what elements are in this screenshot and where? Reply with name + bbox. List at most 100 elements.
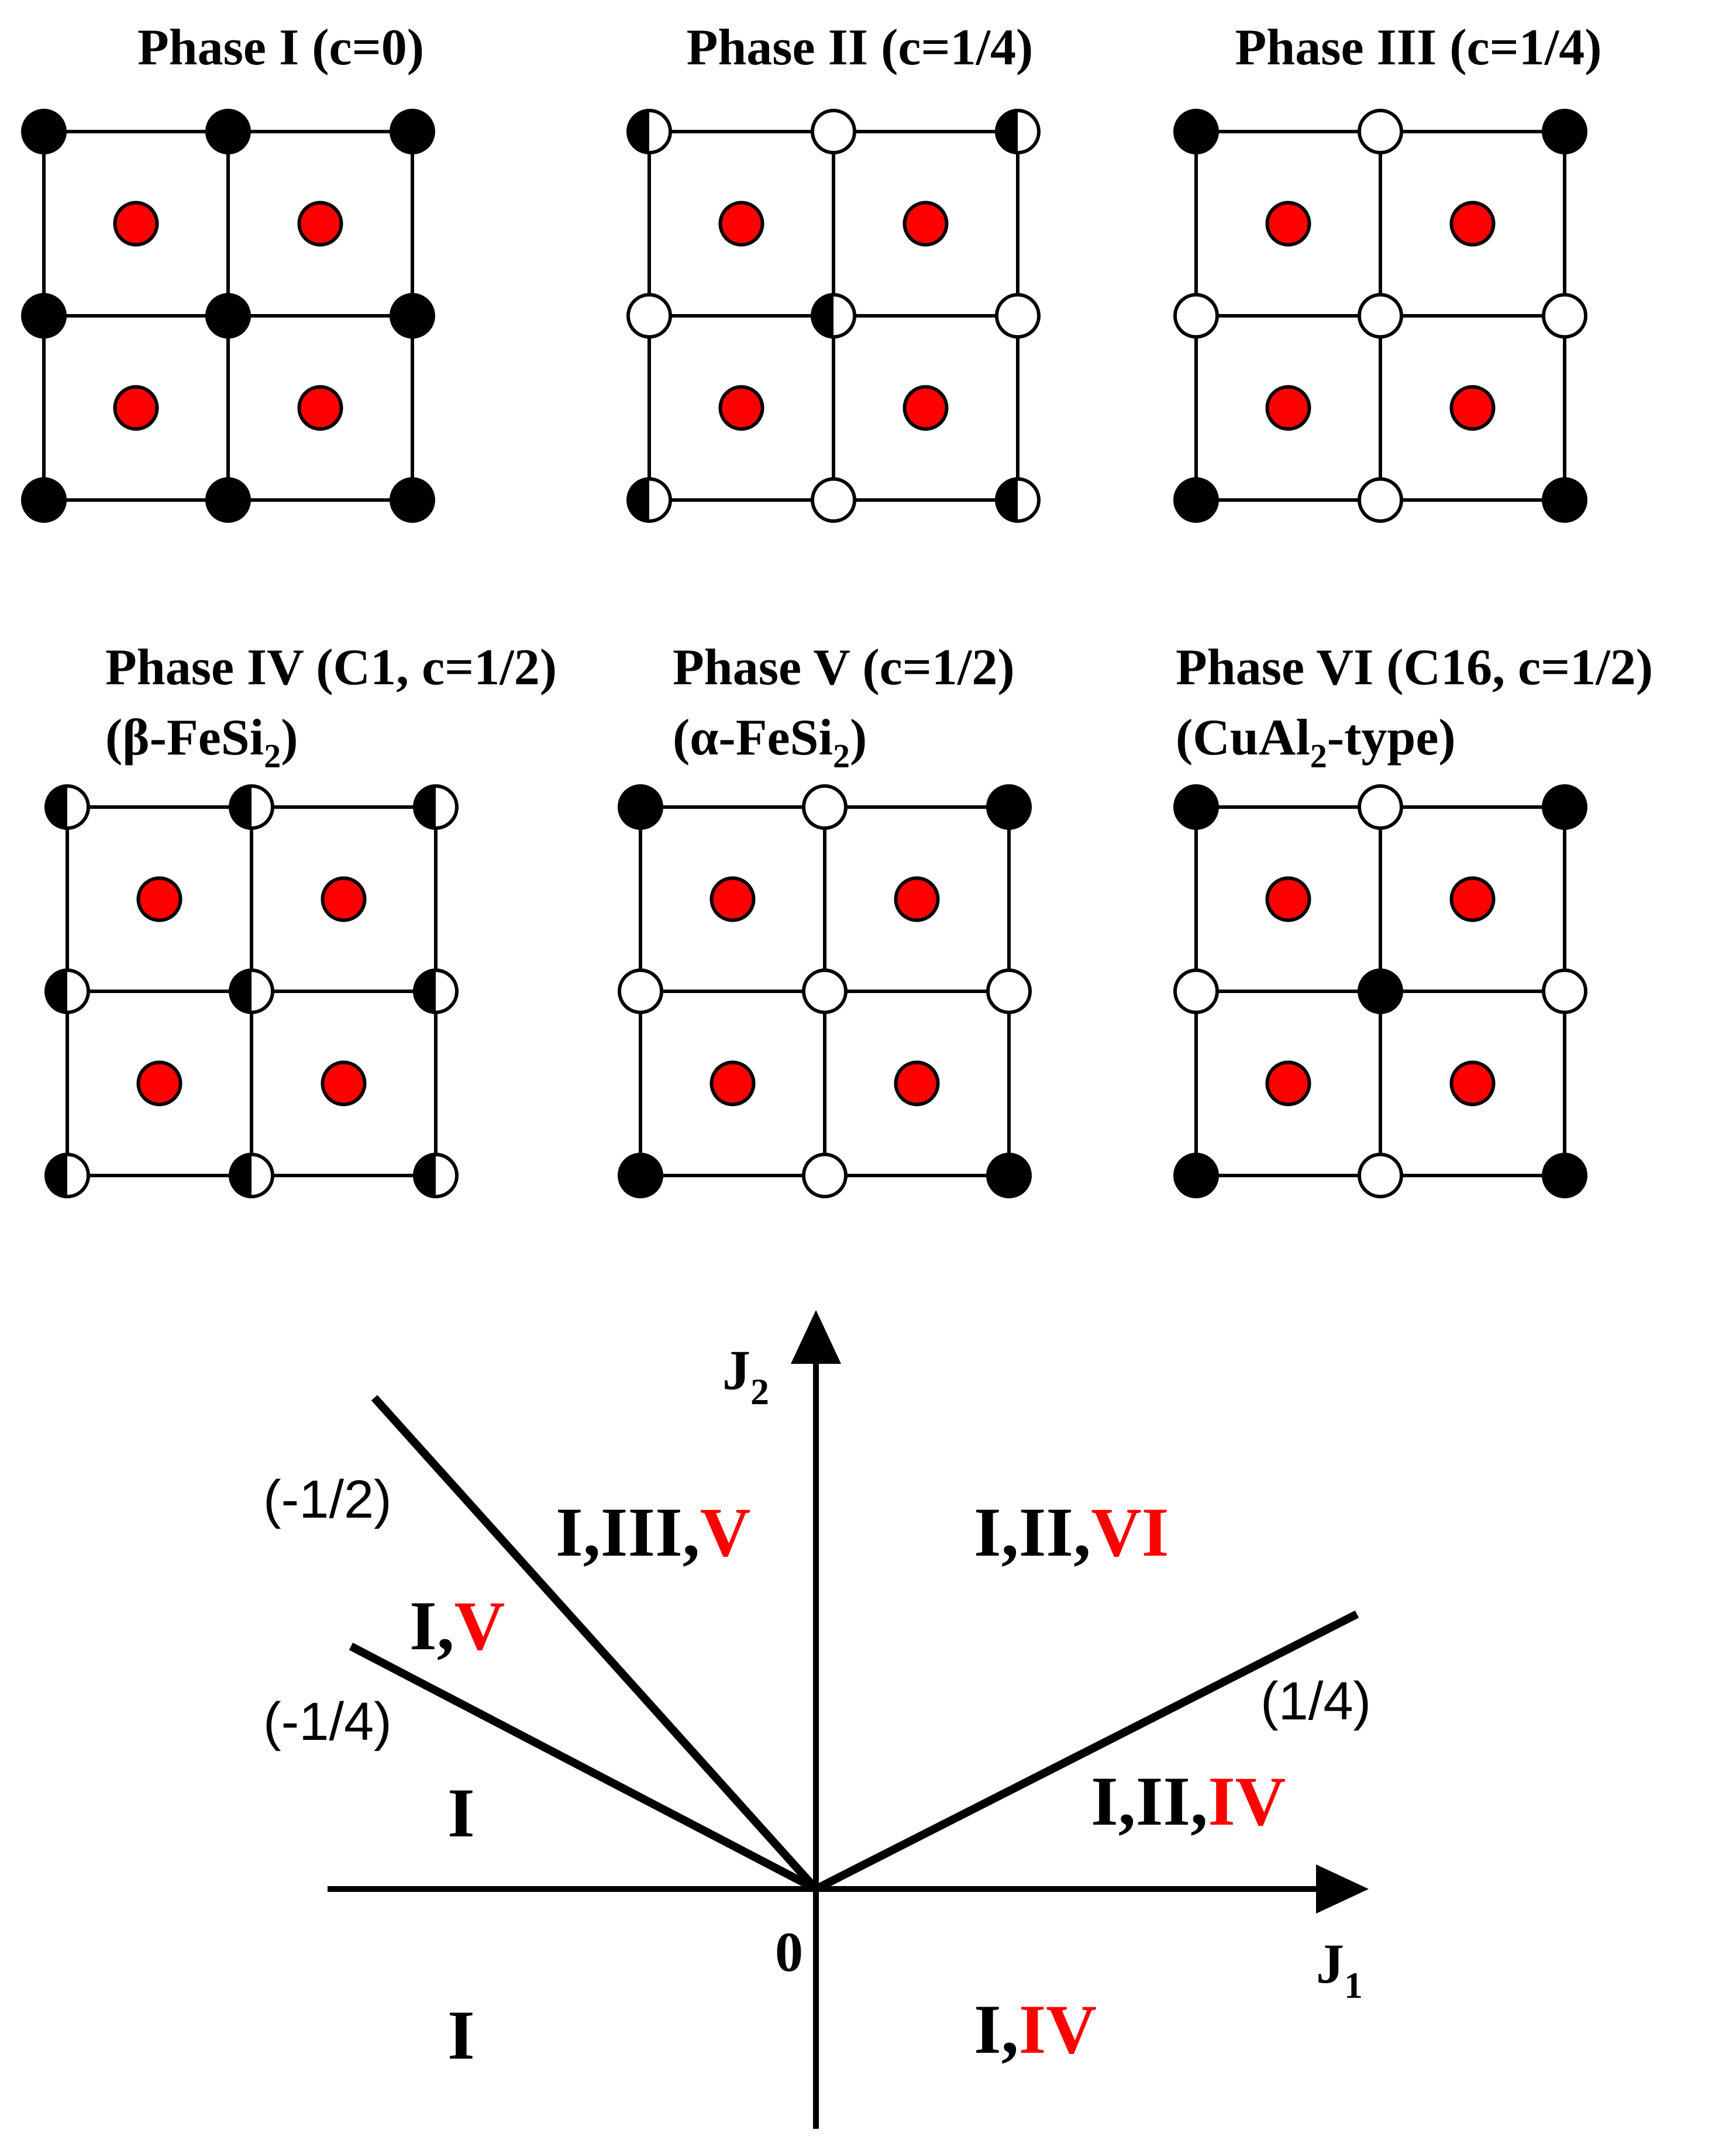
lattice-node-half-atom-fill <box>997 111 1018 153</box>
boundary-line-quarter <box>814 1610 1359 1893</box>
region-bottom-left-black: I <box>447 1996 475 2074</box>
j2-axis-arrowhead <box>791 1310 841 1364</box>
lattice-node-filled-atom <box>390 109 435 154</box>
lattice-node-filled-atom <box>205 109 251 154</box>
lattice-node-empty-atom <box>1358 293 1403 339</box>
lattice-node-empty-atom <box>1173 968 1219 1014</box>
phase-5-lattice <box>618 784 1032 1198</box>
lattice-node-half-atom-outline <box>229 1153 274 1198</box>
lattice-node-half-atom-outline <box>626 109 672 154</box>
phase-2-title: Phase II (c=1/4) <box>687 19 1034 76</box>
phase-5-title: Phase V (c=1/2) <box>673 639 1015 696</box>
lattice-node-half-atom-fill <box>46 786 67 828</box>
region-right-mid-black: I,II, <box>1091 1762 1208 1840</box>
region-left-lower-black: I <box>447 1774 475 1852</box>
phase-3-title: Phase III (c=1/4) <box>1235 19 1602 76</box>
lattice-node-half-atom <box>995 477 1041 523</box>
lattice-node-filled-atom <box>1542 1153 1587 1198</box>
dominant-atom <box>903 201 949 247</box>
phase-4-title: Phase IV (C1, c=1/2) <box>105 639 557 696</box>
dominant-atom <box>1265 385 1311 431</box>
lattice-node-half-atom <box>229 968 274 1014</box>
j2-axis-label-main: J <box>722 1339 750 1401</box>
lattice-node-empty-atom <box>1358 1153 1403 1198</box>
phase-2-lattice <box>626 109 1041 523</box>
j2-axis-label: J2 <box>722 1339 769 1412</box>
lattice-node-half-atom-outline <box>413 968 459 1014</box>
phase-4-lattice <box>44 784 459 1198</box>
lattice-node-half-atom-fill <box>812 295 833 337</box>
region-upper-left-red: V <box>700 1493 751 1571</box>
lattice-node-filled-atom <box>618 784 663 830</box>
lattice-node-filled-atom <box>1542 477 1587 523</box>
lattice-node-half-atom <box>44 1153 90 1198</box>
dominant-atom <box>1449 385 1496 431</box>
lattice-node-half-atom-fill <box>415 970 436 1012</box>
lattice-node-half-atom-fill <box>628 111 649 153</box>
lattice-node-half-atom-fill <box>46 970 67 1012</box>
j1-axis-label: J1 <box>1316 1932 1363 2006</box>
lattice-node-filled-atom <box>390 293 435 339</box>
phase-4-subtitle-tail: ) <box>281 709 298 766</box>
lattice-node-half-atom-fill <box>997 479 1018 521</box>
dominant-atom <box>1449 201 1496 247</box>
lattice-node-filled-atom <box>618 1153 663 1198</box>
lattice-node-filled-atom <box>986 1153 1032 1198</box>
lattice-node-empty-atom <box>1358 784 1403 830</box>
lattice-node-empty-atom <box>802 1153 848 1198</box>
lattice-node-filled-atom <box>21 109 67 154</box>
dominant-atom <box>1449 876 1496 922</box>
region-bottom-right-red: IV <box>1019 1990 1097 2068</box>
lattice-node-half-atom <box>413 784 459 830</box>
phase-6-subtitle-tail: -type) <box>1327 709 1456 766</box>
phase-4-subtitle: (β-FeSi2) <box>105 709 298 775</box>
lattice-node-half-atom <box>626 477 672 523</box>
dominant-atom <box>903 385 949 431</box>
phase-6-subtitle-main: (CuAl <box>1176 709 1310 766</box>
lattice-node-half-atom <box>413 968 459 1014</box>
phase-4-subtitle-main: (β-FeSi <box>105 709 264 766</box>
slope-label-minus-half: (-1/2) <box>263 1470 392 1529</box>
dominant-atom <box>894 1060 940 1107</box>
lattice-node-empty-atom <box>986 968 1032 1014</box>
lattice-node-half-atom <box>44 968 90 1014</box>
lattice-node-empty-atom <box>626 293 672 339</box>
lattice-node-half-atom-outline <box>995 477 1041 523</box>
dominant-atom <box>297 385 343 431</box>
lattice-node-empty-atom <box>811 477 856 523</box>
lattice-node-empty-atom <box>1358 477 1403 523</box>
lattice-node-filled-atom <box>390 477 435 523</box>
region-left-lower: I <box>447 1774 475 1852</box>
lattice-node-empty-atom <box>1542 293 1587 339</box>
dominant-atom <box>1265 201 1311 247</box>
phase-6-title: Phase VI (C16, c=1/2) <box>1176 639 1653 696</box>
dominant-atom <box>718 201 764 247</box>
lattice-node-half-atom-outline <box>811 293 856 339</box>
lattice-node-half-atom-outline <box>44 968 90 1014</box>
lattice-node-filled-atom <box>205 293 251 339</box>
phase-5-subtitle-main: (α-FeSi <box>673 709 833 766</box>
lattice-node-empty-atom <box>1358 109 1403 154</box>
dominant-atom <box>321 1060 367 1107</box>
region-upper-right-red: VI <box>1091 1493 1169 1571</box>
dominant-atom <box>1265 876 1311 922</box>
region-upper-left: I,III,V <box>556 1493 750 1571</box>
dominant-atom <box>1265 1060 1311 1107</box>
phase-4-subtitle-sub: 2 <box>264 737 281 775</box>
region-upper-right: I,II,VI <box>974 1493 1169 1571</box>
phase-5-subtitle: (α-FeSi2) <box>673 709 867 775</box>
boundary-line-minus-half <box>371 1395 819 1892</box>
phase-1-title: Phase I (c=0) <box>137 19 424 76</box>
region-right-mid: I,II,IV <box>1091 1762 1286 1840</box>
region-upper-left-black: I,III, <box>556 1493 700 1571</box>
j1-axis-label-sub: 1 <box>1344 1964 1363 2006</box>
slope-label-quarter: (1/4) <box>1260 1671 1371 1731</box>
lattice-node-half-atom-outline <box>229 968 274 1014</box>
region-left-mid: I,V <box>409 1587 505 1664</box>
dominant-atom <box>113 201 159 247</box>
lattice-node-filled-atom <box>986 784 1032 830</box>
lattice-node-filled-atom <box>1542 109 1587 154</box>
lattice-node-half-atom <box>229 1153 274 1198</box>
lattice-node-half-atom-fill <box>415 786 436 828</box>
